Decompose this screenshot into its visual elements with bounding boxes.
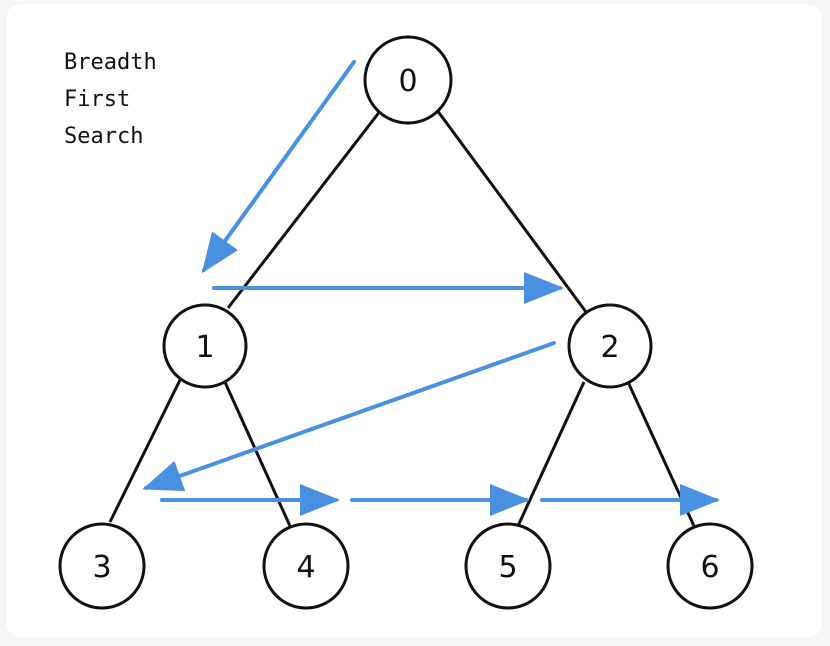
edge-0-1 [226,105,386,309]
node-5: 5 [464,522,552,610]
node-0-label: 0 [398,64,417,99]
tree-nodes: 0 1 2 3 4 5 6 [58,35,754,610]
traversal-arrow-0-to-1 [201,60,356,274]
edge-1-4 [222,379,292,527]
node-6-label: 6 [700,550,719,585]
title-line-2: First [64,87,131,112]
edge-1-3 [108,379,182,523]
edge-2-6 [626,381,696,527]
title-line-1: Breadth [64,50,157,75]
node-1-label: 1 [195,330,214,365]
node-6: 6 [666,522,754,610]
edge-0-2 [432,105,588,313]
node-4-label: 4 [296,550,315,585]
node-3-label: 3 [92,550,111,585]
edge-2-5 [516,381,586,527]
title-line-3: Search [64,124,144,149]
node-4: 4 [262,522,350,610]
node-5-label: 5 [498,550,517,585]
traversal-arrows [142,60,720,516]
node-2: 2 [567,303,653,389]
diagram-title: Breadth First Search [64,44,157,155]
node-0: 0 [363,35,453,125]
node-2-label: 2 [600,330,619,365]
node-1: 1 [162,303,248,389]
node-3: 3 [58,522,146,610]
traversal-arrow-2-to-3 [142,341,556,492]
